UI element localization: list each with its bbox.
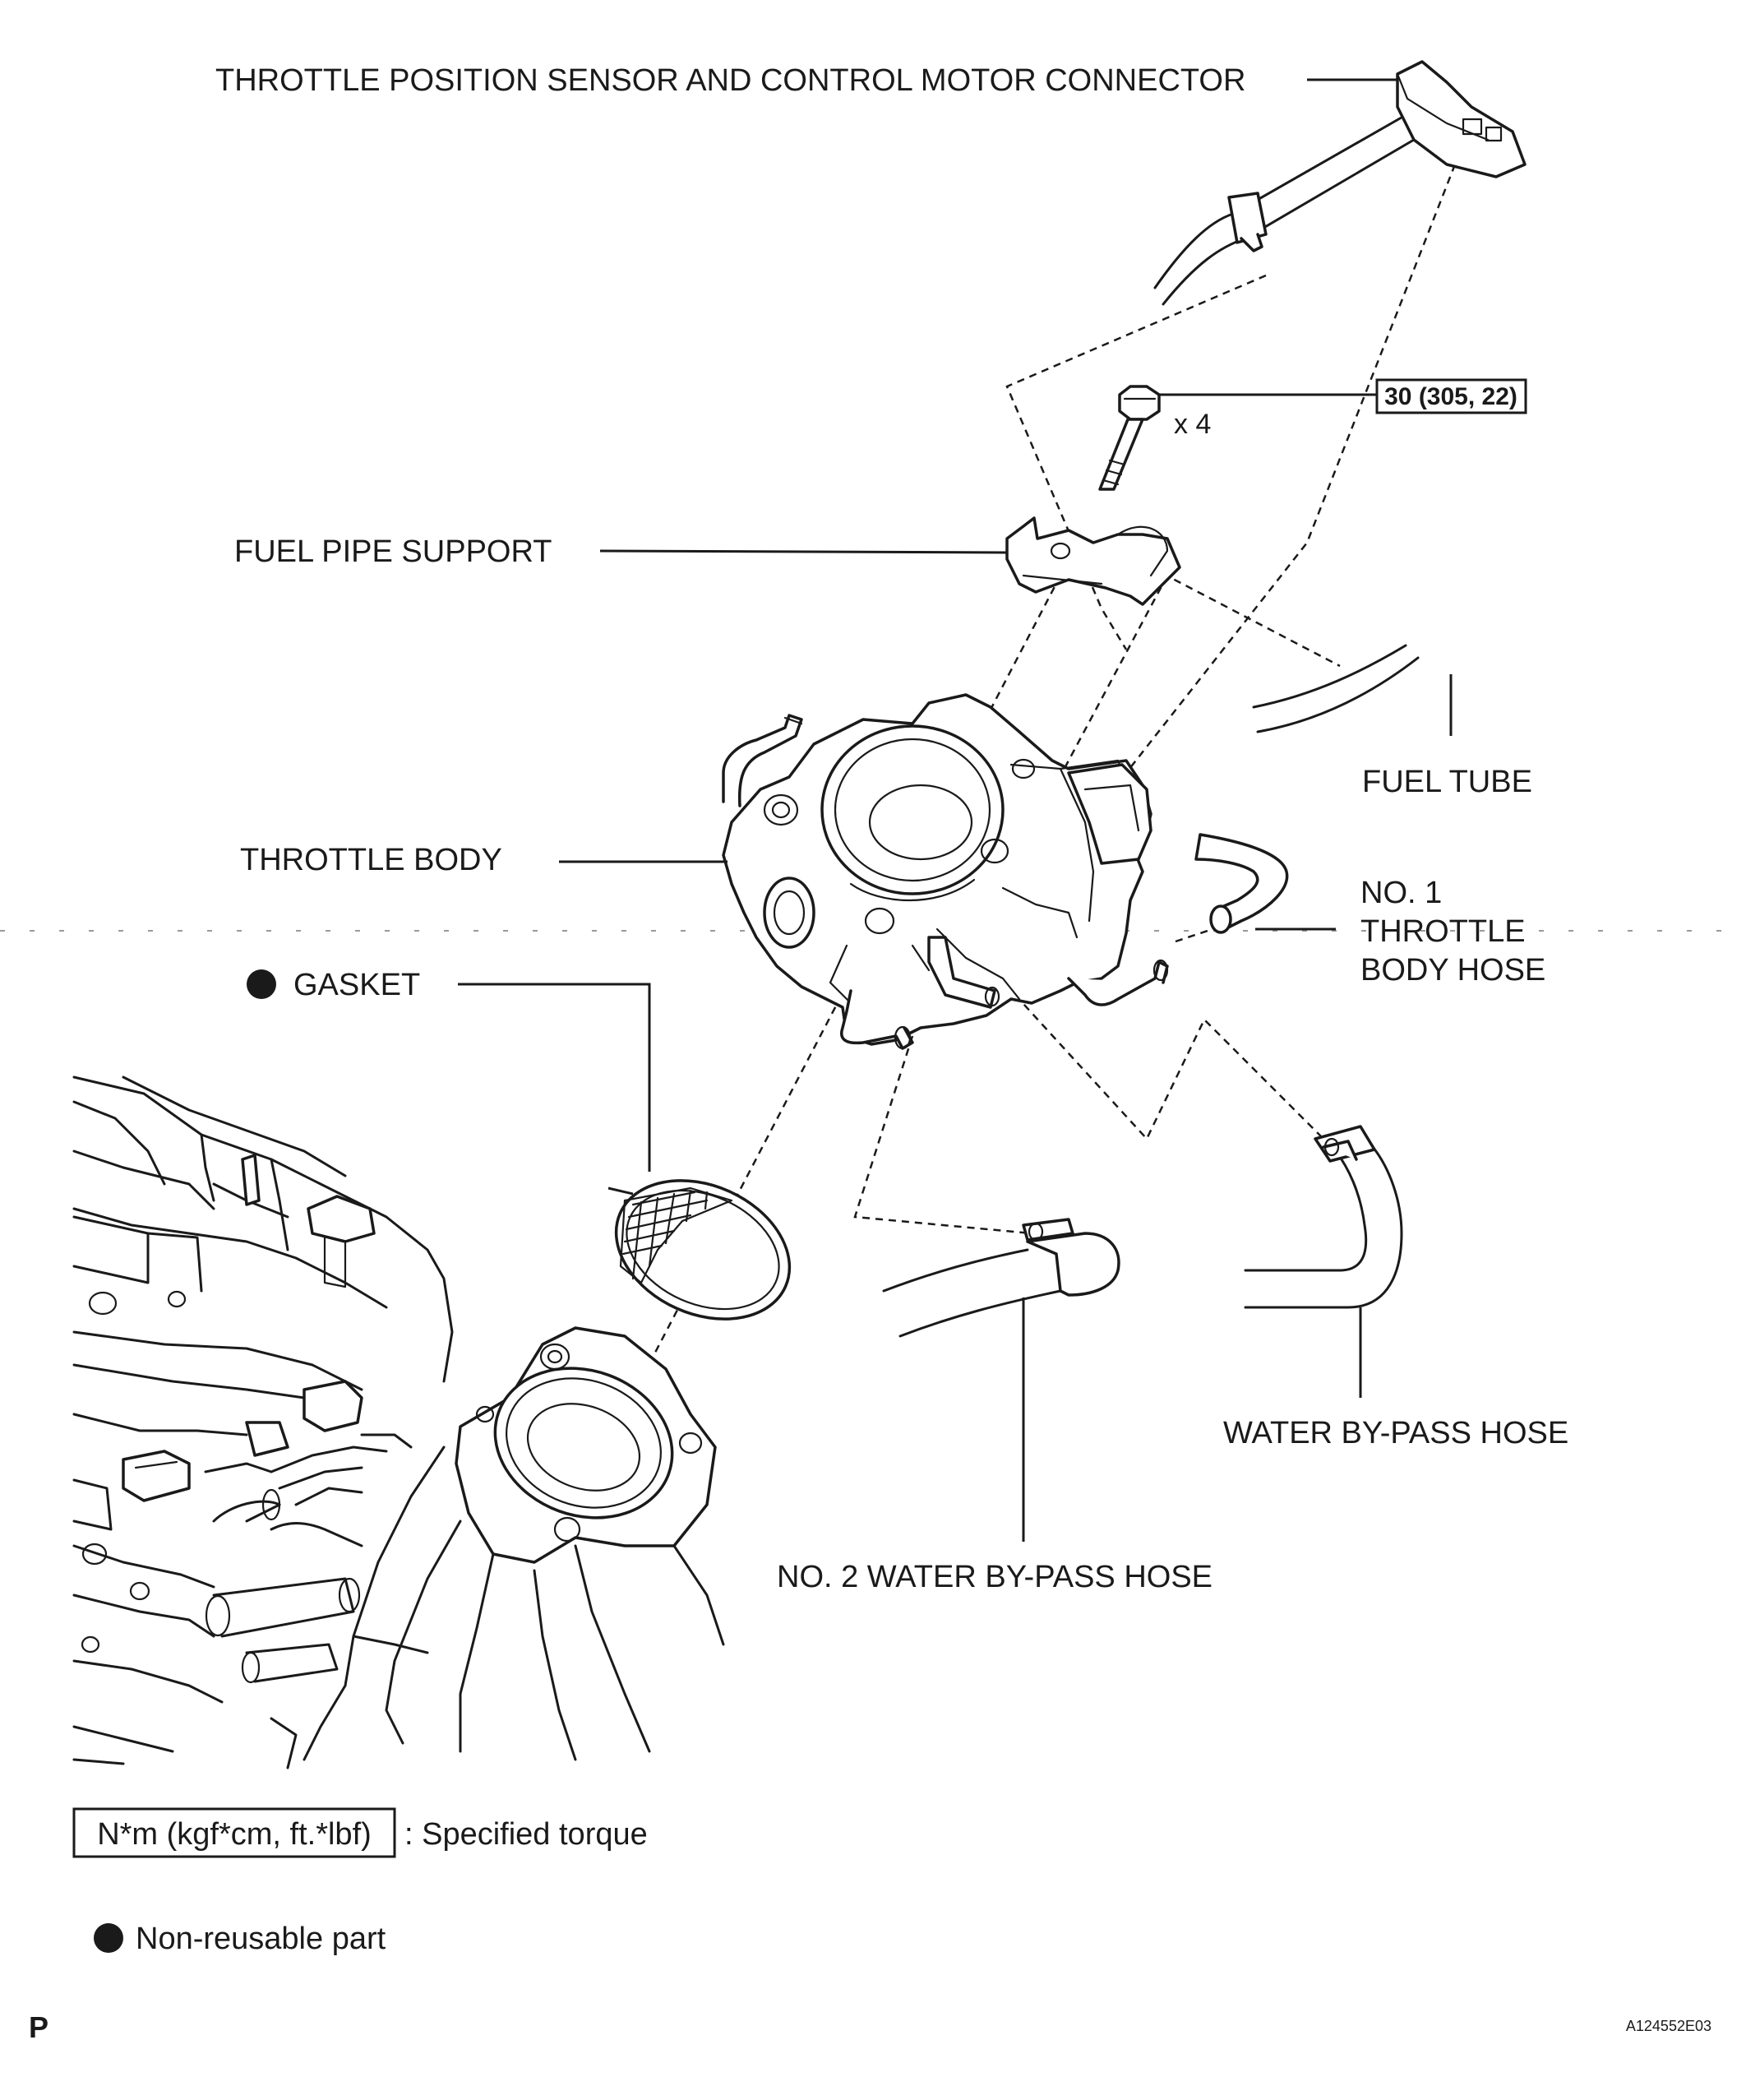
throttle-body-label: THROTTLE BODY [240, 843, 502, 877]
fuel-pipe-support [599, 516, 1181, 606]
water-bypass-hose-label: WATER BY-PASS HOSE [1223, 1416, 1568, 1450]
no1-hose-label-line1: NO. 1 [1360, 876, 1442, 910]
gasket [458, 983, 792, 1321]
gasket-leader [458, 983, 651, 1172]
no1-hose-label-line2: THROTTLE [1360, 914, 1526, 949]
legend-torque-desc: : Specified torque [404, 1817, 648, 1852]
engine-manifold [72, 1075, 725, 1769]
gasket-label: GASKET [293, 968, 420, 1002]
figure-id: A124552E03 [1626, 2018, 1711, 2034]
legend-torque-unit: N*m (kgf*cm, ft.*lbf) [97, 1817, 372, 1852]
no2-water-bypass-hose-label: NO. 2 WATER BY-PASS HOSE [777, 1560, 1212, 1594]
fuel-pipe-support-label: FUEL PIPE SUPPORT [234, 534, 552, 569]
legend-nonreusable-icon [94, 1923, 123, 1953]
torque-spec-box [1375, 378, 1527, 414]
legend-torque-box [72, 1807, 396, 1858]
connector-label: THROTTLE POSITION SENSOR AND CONTROL MOT… [215, 63, 1245, 98]
fuel-tube-label: FUEL TUBE [1362, 765, 1532, 799]
bolt-count-label: x 4 [1174, 409, 1211, 440]
legend-nonreusable-desc: Non-reusable part [136, 1922, 386, 1956]
gasket-nonreusable-icon [247, 969, 276, 999]
fuel-pipe-support-leader [599, 549, 1008, 554]
no2-water-bypass-hose [882, 1218, 1120, 1542]
page-mark: P [29, 2010, 48, 2044]
fuel-tube [1252, 644, 1453, 736]
torque-spec-value: 30 (305, 22) [1384, 383, 1517, 410]
connector-harness [1153, 60, 1527, 306]
legend: N*m (kgf*cm, ft.*lbf) : Specified torque… [72, 1807, 648, 1956]
bolt [1098, 385, 1377, 491]
water-bypass-hose [1244, 1125, 1403, 1398]
no1-hose-label-line3: BODY HOSE [1360, 953, 1545, 988]
throttle-body [559, 693, 1169, 1050]
no1-throttle-body-hose [1194, 833, 1336, 934]
